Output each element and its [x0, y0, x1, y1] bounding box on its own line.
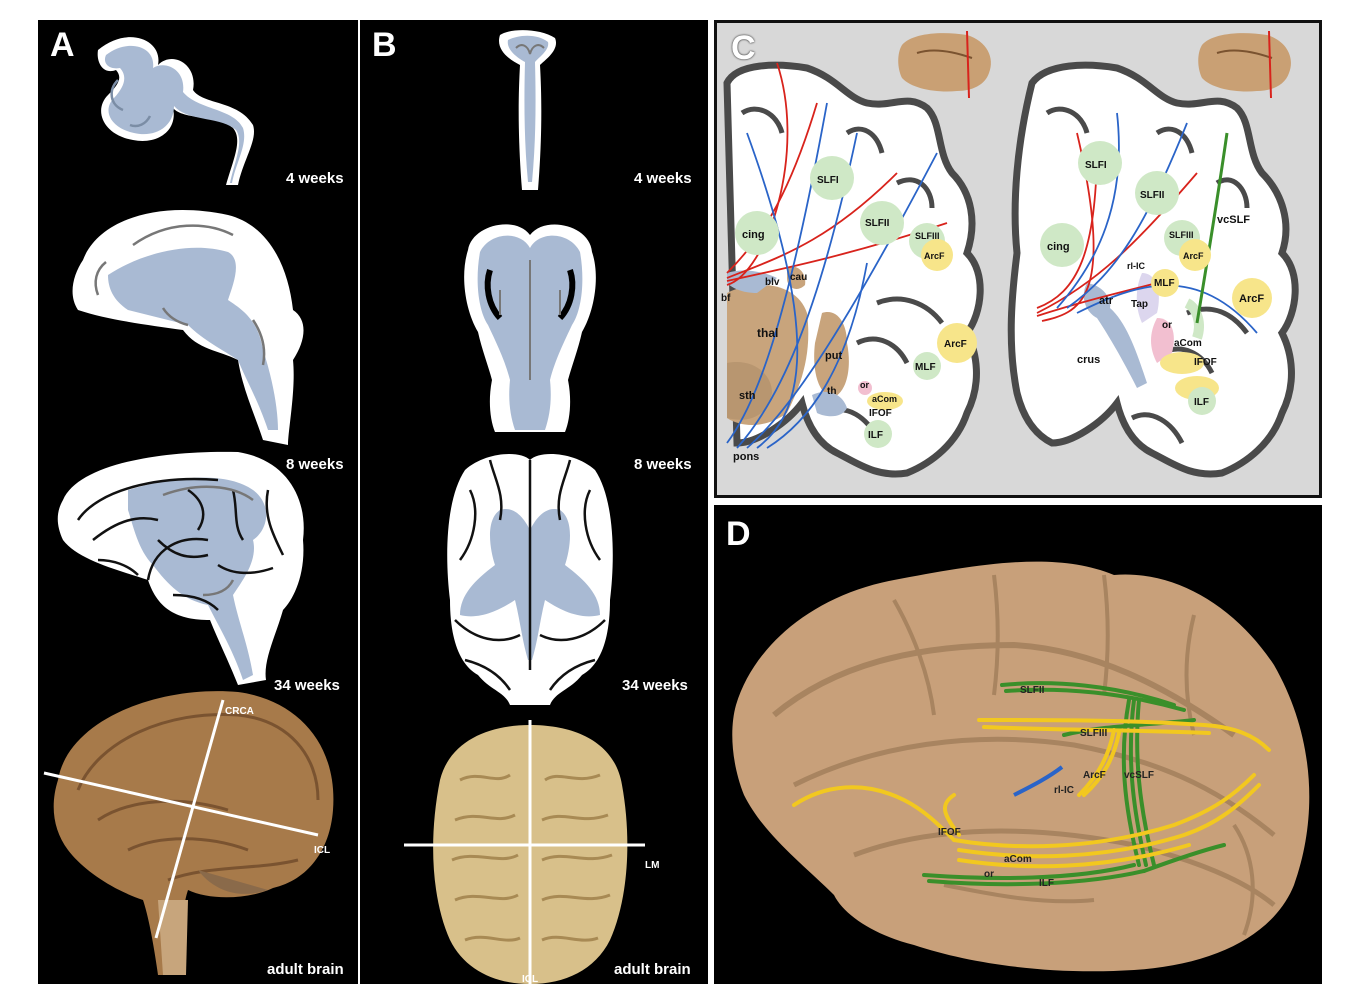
c-left-ilf: ILF	[868, 430, 883, 441]
stage-label-a-1: 4 weeks	[286, 170, 344, 187]
panel-c: SLFI SLFII SLFIII ArcF cing cau blv bf t…	[714, 20, 1322, 498]
c-left-cau: cau	[790, 272, 807, 283]
line-label-crca: CRCA	[225, 706, 254, 717]
c-right-arcf-1: ArcF	[1183, 251, 1204, 261]
line-label-icl-a: ICL	[314, 845, 330, 856]
d-label-rl-ic: rl-IC	[1054, 785, 1074, 796]
c-right-slfiii: SLFIII	[1169, 230, 1194, 240]
panel-b: B	[360, 20, 708, 984]
c-left-th: th	[827, 386, 836, 397]
panel-b-drawings: LM ICL	[360, 20, 708, 984]
stage-label-a-2: 8 weeks	[286, 456, 344, 473]
c-right-atr: atr	[1099, 295, 1114, 307]
c-right-mlf: MLF	[1154, 278, 1175, 289]
line-label-lm: LM	[645, 860, 659, 871]
stage-label-b-2: 8 weeks	[634, 456, 692, 473]
stage-label-b-4: adult brain	[614, 961, 691, 978]
c-right-crus: crus	[1077, 354, 1100, 366]
c-left-sth: sth	[739, 390, 756, 402]
adult-brain-lateral-photo	[44, 691, 333, 975]
c-right-arcf-2: ArcF	[1239, 293, 1264, 305]
c-left-slfiii: SLFIII	[915, 231, 940, 241]
c-left-slfii: SLFII	[865, 218, 890, 229]
embryo-8-weeks-a	[73, 210, 304, 445]
stage-label-a-3: 34 weeks	[274, 677, 340, 694]
d-label-acom: aCom	[1004, 854, 1032, 865]
c-right-or: or	[1162, 320, 1172, 331]
c-right-slfi: SLFI	[1085, 160, 1107, 171]
c-left-arcf-2: ArcF	[944, 339, 967, 350]
dissected-hemisphere-photo	[732, 562, 1309, 972]
c-left-acom: aCom	[872, 394, 897, 404]
d-label-vcslf: vcSLF	[1124, 770, 1154, 781]
c-left-mlf: MLF	[915, 362, 936, 373]
panel-d: D	[714, 505, 1322, 984]
panel-a: A	[38, 20, 358, 984]
panel-c-letter: C	[731, 29, 756, 68]
d-label-ifof: IFOF	[938, 827, 961, 838]
c-right-rl-ic: rl-IC	[1127, 261, 1146, 271]
embryo-4-weeks-a	[98, 37, 254, 185]
coronal-section-right	[1011, 65, 1295, 474]
c-right-slfii: SLFII	[1140, 190, 1165, 201]
c-left-thal: thal	[757, 326, 778, 340]
c-right-cing: cing	[1047, 241, 1070, 253]
c-left-or: or	[860, 380, 869, 390]
stage-label-b-1: 4 weeks	[634, 170, 692, 187]
stage-label-a-4: adult brain	[267, 961, 344, 978]
c-left-bf: bf	[721, 293, 731, 304]
c-right-vcslf: vcSLF	[1217, 214, 1250, 226]
embryo-34-weeks-a	[58, 452, 304, 685]
c-left-blv: blv	[765, 277, 780, 288]
c-right-ifof: IFOF	[1194, 357, 1217, 368]
c-right-acom: aCom	[1174, 338, 1202, 349]
panel-d-drawings: SLFII SLFIII ArcF vcSLF rl-IC IFOF aCom …	[714, 505, 1322, 984]
c-right-tap: Tap	[1131, 299, 1148, 310]
line-label-icl-b: ICL	[522, 974, 538, 984]
embryo-8-weeks-b	[464, 224, 596, 432]
c-right-ilf: ILF	[1194, 397, 1209, 408]
stage-label-b-3: 34 weeks	[622, 677, 688, 694]
panel-a-drawings: CRCA ICL	[38, 20, 358, 984]
c-left-slfi: SLFI	[817, 175, 839, 186]
d-label-arcf: ArcF	[1083, 770, 1106, 781]
thumbnail-brain-right	[1198, 31, 1291, 98]
c-left-ifof: IFOF	[869, 408, 892, 419]
c-left-arcf-1: ArcF	[924, 251, 945, 261]
d-label-slfii: SLFII	[1020, 685, 1045, 696]
thumbnail-brain-left	[898, 31, 991, 98]
panel-c-drawings: SLFI SLFII SLFIII ArcF cing cau blv bf t…	[717, 23, 1319, 495]
embryo-4-weeks-b	[499, 30, 556, 190]
embryo-34-weeks-b	[447, 454, 613, 705]
c-left-pons: pons	[733, 451, 759, 463]
c-left-cing: cing	[742, 229, 765, 241]
adult-brain-superior-photo	[404, 720, 645, 984]
d-label-slfiii: SLFIII	[1080, 728, 1107, 739]
d-label-ilf: ILF	[1039, 878, 1054, 889]
c-left-put: put	[825, 350, 842, 362]
d-label-or: or	[984, 869, 994, 880]
